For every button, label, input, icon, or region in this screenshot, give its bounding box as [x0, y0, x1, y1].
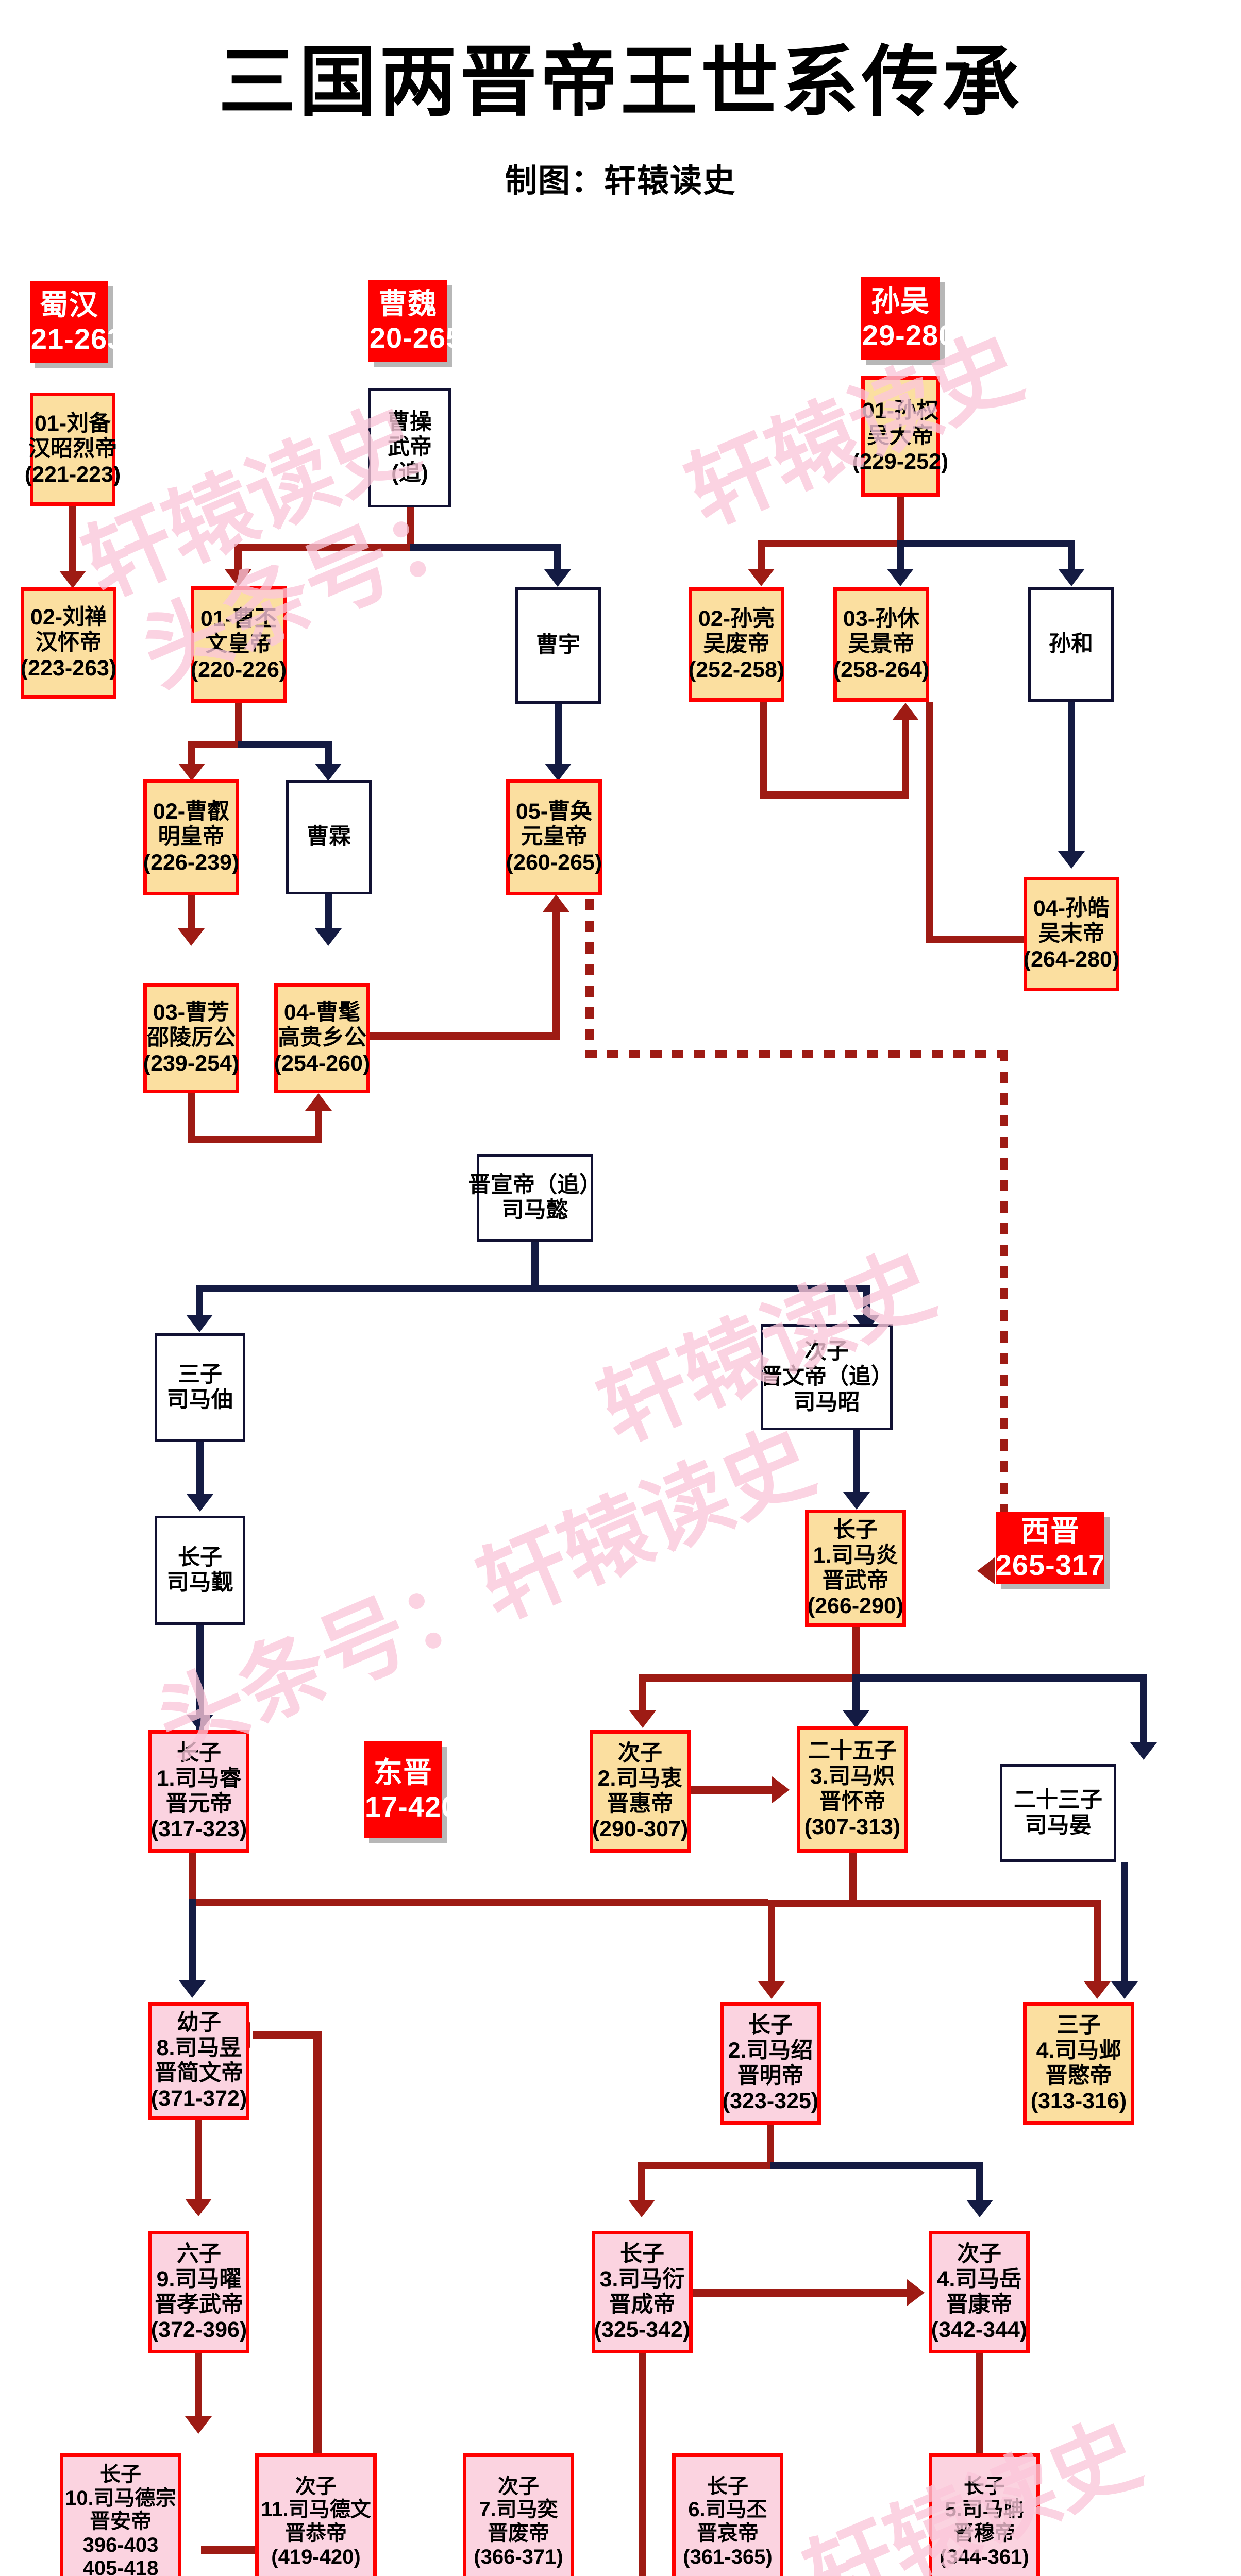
node-simayan: 长子 1.司马炎 晋武帝 (266-290)	[805, 1510, 906, 1627]
banner-dongjin: 东晋 317-420	[348, 1741, 457, 1838]
node-simayan2: 二十三子 司马晏	[1000, 1764, 1116, 1862]
node-sunquan: 01-孙权 吴大帝 (229-252)	[852, 376, 948, 497]
node-simashao: 长子 2.司马绍 晋明帝 (323-325)	[720, 2002, 821, 2125]
banner-xijin: 西晋 265-317	[996, 1512, 1104, 1584]
node-simayu: 幼子 8.司马昱 晋简文帝 (371-372)	[148, 2002, 249, 2120]
node-simayi2: 次子 7.司马奕 晋废帝 (366-371)	[463, 2453, 574, 2576]
node-simajin: 长子 司马觐	[155, 1516, 245, 1625]
node-simayao: 六子 9.司马曜 晋孝武帝 (372-396)	[148, 2231, 249, 2353]
node-caopi: 01-曹丕 文皇帝 (220-226)	[191, 586, 287, 703]
node-caofang: 03-曹芳 邵陵厉公 (239-254)	[143, 983, 239, 1093]
node-simayan3: 长子 3.司马衍 晋成帝 (325-342)	[592, 2231, 693, 2353]
node-caolin: 曹霖	[286, 780, 372, 894]
node-simayue: 次子 4.司马岳 晋康帝 (342-344)	[929, 2231, 1030, 2353]
node-sunliang: 02-孙亮 吴废帝 (252-258)	[689, 587, 784, 702]
node-simadan: 长子 5.司马聃 晋穆帝 (344-361)	[929, 2453, 1040, 2576]
node-sunhe: 孙和	[1028, 587, 1114, 702]
node-simachi: 二十五子 3.司马炽 晋怀帝 (307-313)	[797, 1726, 908, 1853]
node-simazhao: 次子 晋文帝（追） 司马昭	[760, 1324, 893, 1430]
node-caoyu: 曹宇	[515, 587, 601, 704]
node-liushan: 02-刘禅 汉怀帝 (223-263)	[21, 587, 116, 699]
node-sunxiu: 03-孙休 吴景帝 (258-264)	[833, 587, 929, 702]
node-simazhou: 三子 司马伷	[155, 1333, 245, 1442]
page-title: 三国两晋帝王世系传承	[218, 38, 1022, 127]
node-simapi: 长子 6.司马丕 晋哀帝 (361-365)	[672, 2453, 783, 2576]
banner-caowei: 曹魏 220-265	[353, 280, 462, 362]
banner-sunwu: 孙吴 229-280	[846, 277, 954, 360]
node-caorui: 02-曹叡 明皇帝 (226-239)	[143, 779, 239, 895]
banner-shuhan: 蜀汉 221-263	[14, 281, 123, 363]
node-sunhao: 04-孙皓 吴末帝 (264-280)	[1024, 877, 1119, 991]
node-simadewen: 次子 11.司马德文 晋恭帝 (419-420)	[255, 2453, 377, 2576]
page-subtitle: 制图：轩辕读史	[505, 163, 736, 199]
node-simayi: 晋宣帝（追） 司马懿	[468, 1154, 601, 1242]
node-liubei: 01-刘备 汉昭烈帝 (221-223)	[25, 393, 121, 506]
node-simazhong: 次子 2.司马衷 晋惠帝 (290-307)	[590, 1730, 691, 1853]
node-caohuan: 05-曹奂 元皇帝 (260-265)	[506, 779, 602, 895]
node-simadezong: 长子 10.司马德宗 晋安帝 396-403 405-418	[60, 2453, 181, 2576]
node-caocao: 曹操 武帝 (追)	[368, 388, 451, 507]
node-simaye: 三子 4.司马邺 晋愍帝 (313-316)	[1023, 2002, 1134, 2125]
node-caomao: 04-曹髦 高贵乡公 (254-260)	[274, 983, 370, 1093]
node-simarui: 长子 1.司马睿 晋元帝 (317-323)	[148, 1730, 249, 1853]
